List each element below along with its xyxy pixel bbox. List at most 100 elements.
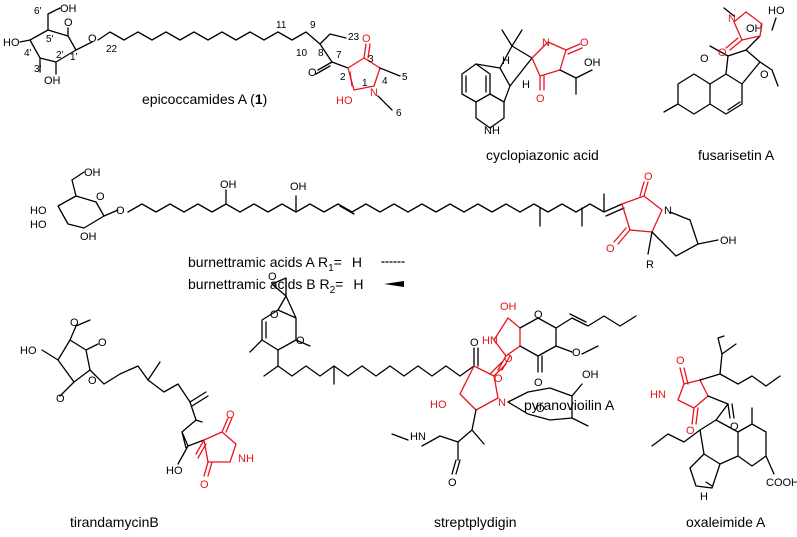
atom-o-oxa-ketone: O	[730, 421, 739, 433]
atom-ho-tir: HO	[20, 345, 37, 357]
atom-o-fus-red: O	[718, 47, 727, 59]
fusarisetin-structure: O HO OH N O O	[663, 5, 785, 115]
atom-o-str1: O	[270, 309, 279, 321]
atom-h-cpa: H	[502, 55, 510, 67]
atom-o-cpa2: O	[536, 93, 545, 105]
atom-o-str-ring: O	[536, 403, 545, 415]
atom-ho-str: HO	[430, 399, 447, 411]
label-3p: 3'	[34, 64, 42, 75]
atom-nh-tir: NH	[238, 453, 254, 465]
atom-ho-4p: HO	[3, 37, 20, 49]
atom-ho-bu1: HO	[30, 205, 47, 217]
atom-oh-2p: OH	[44, 75, 61, 87]
atom-o-pyr-ring: O	[534, 309, 543, 321]
atom-nh-indole: NH	[484, 125, 500, 137]
epicoccamide-structure: OH HO O OH O 6' 5' 4' 3' 2' 1' 22 11 10 …	[3, 3, 408, 119]
atom-n-str-amide: HN	[410, 431, 426, 443]
atom-o-oxa-red1: O	[676, 355, 685, 367]
oxaleimide-structure: O O HN O H COOH	[650, 335, 797, 503]
caption-oxaleimide: oxaleimide A	[686, 514, 766, 530]
atom-oh-bu-ring: OH	[720, 235, 737, 247]
atom-o-tir1: O	[98, 337, 107, 349]
atom-oh-str-ring: OH	[582, 369, 599, 381]
label-11: 11	[276, 20, 287, 31]
atom-hn-oxa: HN	[650, 389, 666, 401]
label-3: 3	[368, 54, 374, 65]
label-2: 2	[340, 72, 346, 83]
label-9: 9	[310, 20, 316, 31]
atom-ho-bu2: HO	[30, 219, 47, 231]
tirandamycin-structure: HO O O O O HO O O NH	[20, 317, 254, 491]
label-22: 22	[106, 44, 118, 55]
atom-oh-bu2: OH	[80, 231, 97, 243]
caption-fusarisetin: fusarisetin A	[698, 147, 775, 163]
caption-cyclopiazonic: cyclopiazonic acid	[486, 147, 599, 163]
atom-o-str2: O	[296, 335, 305, 347]
label-4: 4	[382, 76, 388, 87]
label-6p: 6'	[34, 6, 42, 17]
atom-o-glycoside: O	[88, 33, 97, 45]
atom-h-oxa: H	[700, 491, 708, 503]
atom-o-tir3: O	[56, 393, 65, 405]
atom-ho-1: HO	[336, 95, 353, 107]
atom-ho-tir-enol: HO	[166, 465, 183, 477]
label-2p: 2'	[56, 50, 64, 61]
atom-oh-bu1: OH	[84, 167, 101, 179]
caption-burnettramic-b: burnettramic acids B R2=H	[188, 276, 363, 296]
label-8: 8	[318, 48, 324, 59]
atom-o-ring: O	[64, 17, 73, 29]
atom-o-tir-red2: O	[200, 479, 209, 491]
caption-epicoccamide: epicoccamides A (1)	[142, 91, 267, 107]
atom-o-str-ketone: O	[470, 337, 479, 349]
atom-o-str-ep: O	[268, 271, 277, 283]
label-10: 10	[296, 48, 308, 59]
label-1p: 1'	[70, 52, 78, 63]
atom-o-bu-red1: O	[644, 171, 653, 183]
atom-o-pyr-methoxy: O	[572, 347, 581, 359]
wedge-bond-b	[384, 281, 404, 287]
atom-o-7: O	[308, 67, 317, 79]
atom-o-tir-red1: O	[226, 409, 235, 421]
label-5: 5	[402, 72, 408, 83]
atom-o-oxa-red2: O	[686, 425, 695, 437]
atom-cooh-oxa: COOH	[766, 477, 797, 489]
streptolydigin-structure: O O O O O HO N O OH O HN	[249, 271, 599, 489]
atom-oh-fus: OH	[746, 23, 763, 35]
atom-o-str-amide: O	[448, 477, 457, 489]
atom-ho-fus: HO	[768, 5, 785, 17]
atom-hn-pyr: HN	[482, 335, 498, 347]
atom-h-cpa2: H	[522, 79, 530, 91]
label-4p: 4'	[24, 48, 32, 59]
atom-o-bu-gly: O	[116, 205, 125, 217]
label-6: 6	[396, 108, 402, 119]
atom-o-fus-ring: O	[760, 69, 769, 81]
label-1: 1	[362, 78, 368, 89]
caption-streptolydigin: streptplydigin	[434, 514, 517, 530]
atom-o-cpa1: O	[580, 37, 589, 49]
atom-o-bu-ring: O	[96, 191, 105, 203]
atom-oh-bu3: OH	[220, 179, 237, 191]
atom-oh-6p: OH	[60, 3, 77, 15]
atom-n-cpa: N	[542, 37, 550, 49]
atom-n-1: N	[370, 87, 378, 99]
label-23: 23	[348, 32, 360, 43]
atom-n-str: N	[498, 397, 506, 409]
cyclopiazonic-structure: NH H N O O OH H	[461, 29, 601, 137]
atom-oh-cpa: OH	[584, 57, 601, 69]
label-5p: 5'	[46, 34, 54, 45]
atom-o-fus-k: O	[700, 53, 709, 65]
pyranovioilin-structure: OH HN O O O O	[482, 301, 637, 389]
atom-o-pyr-red: O	[494, 373, 503, 385]
caption-tirandamycin: tirandamycinB	[70, 514, 159, 530]
atom-oh-pyr: OH	[500, 301, 517, 313]
atom-n-bu: N	[664, 205, 672, 217]
caption-burnettramic-a: burnettramic acids A R1=H	[188, 254, 362, 274]
caption-pyranovioilin: pyranovioilin A	[524, 397, 615, 413]
atom-o-tir2: O	[70, 317, 79, 329]
atom-oh-bu4: OH	[290, 181, 307, 193]
atom-o-bu-red2: O	[606, 243, 615, 255]
atom-r-bu: R	[646, 259, 654, 271]
atom-o-3: O	[362, 33, 371, 45]
atom-n-fus: N	[728, 13, 736, 25]
